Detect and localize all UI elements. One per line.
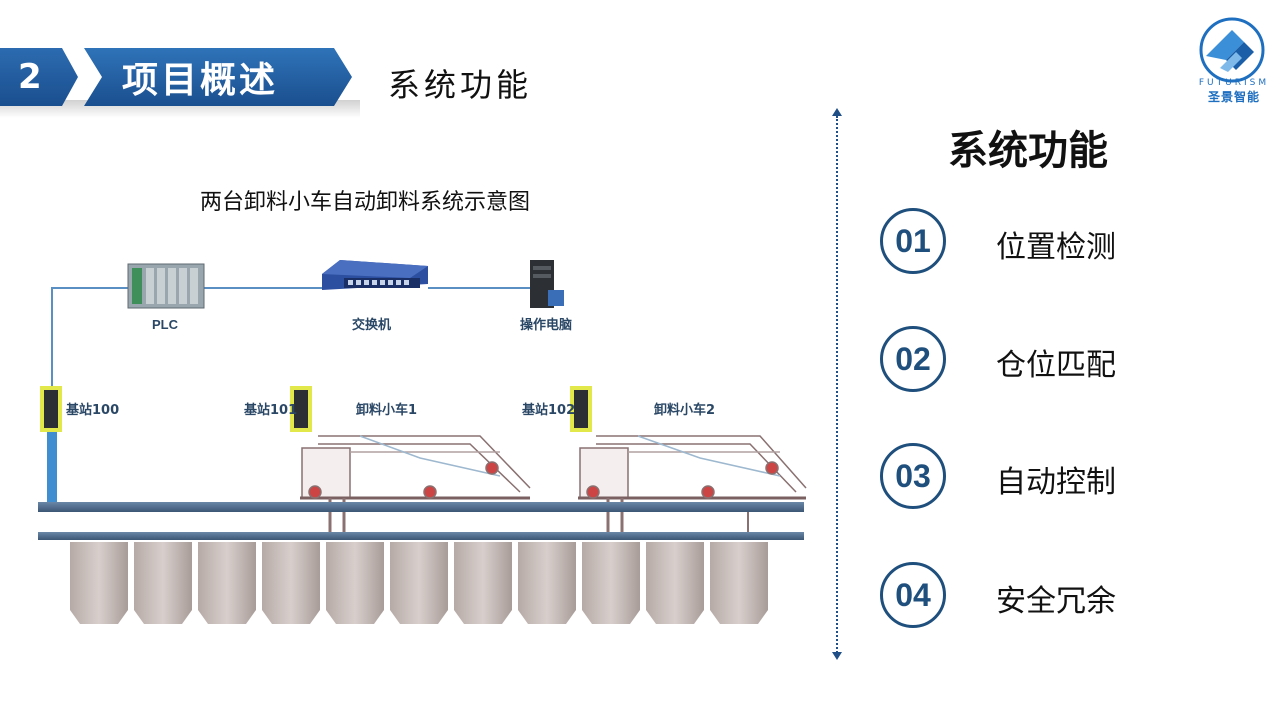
silo bbox=[582, 542, 640, 624]
silo bbox=[134, 542, 192, 624]
plc-device-icon bbox=[127, 263, 205, 309]
company-logo-icon bbox=[1199, 17, 1265, 83]
function-number-badge: 04 bbox=[880, 562, 946, 628]
silo bbox=[390, 542, 448, 624]
silo bbox=[518, 542, 576, 624]
function-item-2: 02 仓位匹配 bbox=[880, 326, 1260, 402]
base-station-100-icon bbox=[40, 386, 62, 432]
silo bbox=[198, 542, 256, 624]
function-label: 自动控制 bbox=[996, 465, 1116, 500]
function-number-badge: 03 bbox=[880, 443, 946, 509]
diagram-title: 两台卸料小车自动卸料系统示意图 bbox=[200, 190, 531, 215]
function-label: 仓位匹配 bbox=[996, 348, 1116, 383]
silo bbox=[454, 542, 512, 624]
function-item-4: 04 安全冗余 bbox=[880, 562, 1260, 638]
silo bbox=[262, 542, 320, 624]
section-title: 项目概述 bbox=[122, 60, 279, 101]
label-plc: PLC bbox=[152, 317, 179, 332]
logo-text-en: FUTURISM bbox=[1198, 78, 1270, 88]
divider-arrow-top-icon bbox=[832, 108, 842, 116]
label-cart-1: 卸料小车1 bbox=[356, 402, 417, 418]
unloading-cart-2-icon bbox=[578, 435, 807, 536]
unloading-system-diagram: PLC 交换机 操作电脑 基站100 基站101 基站102 卸料小车1 卸料小… bbox=[38, 260, 807, 624]
operator-computer-icon bbox=[530, 260, 564, 308]
function-item-3: 03 自动控制 bbox=[880, 443, 1260, 519]
label-cart-2: 卸料小车2 bbox=[654, 402, 715, 418]
page-subtitle: 系统功能 bbox=[388, 66, 533, 104]
label-switch: 交换机 bbox=[352, 317, 391, 333]
silo bbox=[326, 542, 384, 624]
station-100-pole bbox=[47, 430, 57, 502]
label-station-100: 基站100 bbox=[65, 402, 119, 418]
lower-rail-beam bbox=[38, 532, 804, 540]
divider-arrow-bottom-icon bbox=[832, 652, 842, 660]
section-number-badge: 2 bbox=[0, 48, 78, 106]
function-label: 安全冗余 bbox=[996, 584, 1116, 619]
silo bbox=[70, 542, 128, 624]
silo bbox=[646, 542, 704, 624]
silo-row bbox=[70, 542, 768, 624]
function-number-badge: 01 bbox=[880, 208, 946, 274]
upper-rail-beam bbox=[38, 502, 804, 512]
section-number: 2 bbox=[18, 57, 42, 97]
function-label: 位置检测 bbox=[996, 230, 1116, 265]
vertical-divider bbox=[836, 116, 838, 656]
label-station-101: 基站101 bbox=[243, 402, 297, 418]
function-number-badge: 02 bbox=[880, 326, 946, 392]
network-line-main bbox=[51, 287, 130, 395]
functions-title: 系统功能 bbox=[948, 128, 1108, 174]
base-station-101-icon bbox=[290, 386, 312, 432]
logo-text-cn: 圣景智能 bbox=[1207, 90, 1260, 104]
silo bbox=[710, 542, 768, 624]
label-station-102: 基站102 bbox=[521, 402, 575, 418]
section-title-banner: 项目概述 bbox=[84, 48, 352, 106]
network-switch-icon bbox=[322, 260, 428, 290]
label-computer: 操作电脑 bbox=[520, 317, 572, 333]
function-item-1: 01 位置检测 bbox=[880, 208, 1260, 284]
base-station-102-icon bbox=[570, 386, 592, 432]
unloading-cart-1-icon bbox=[300, 435, 531, 536]
